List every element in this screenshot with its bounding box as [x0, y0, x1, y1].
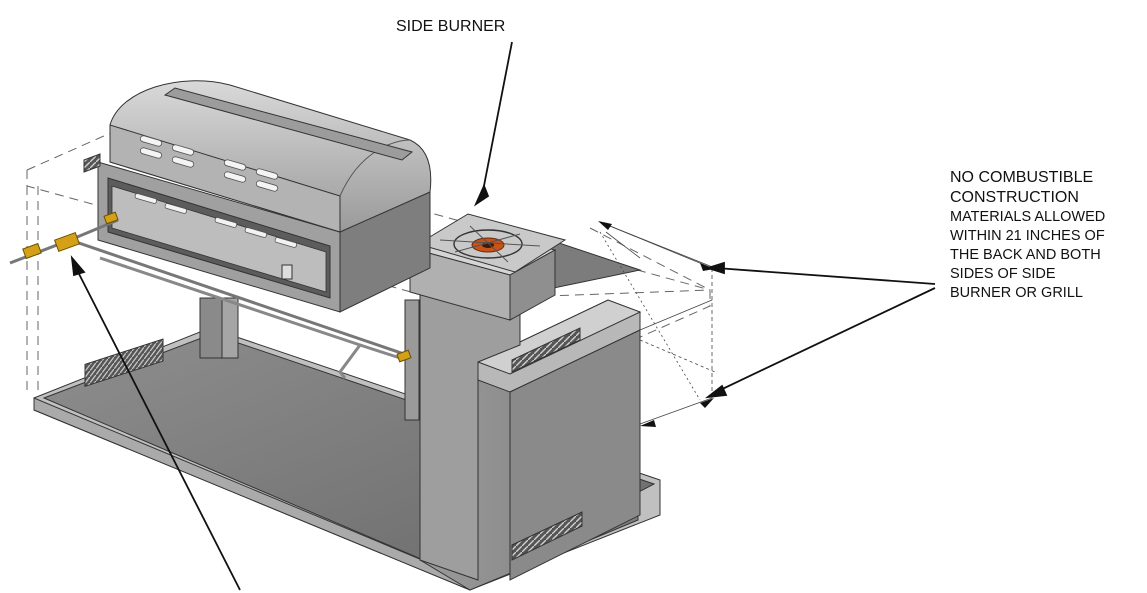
- lid-vents: [139, 135, 279, 192]
- clearance-warning-line-6: SIDES OF SIDE: [950, 266, 1056, 282]
- clearance-warning-line-7: BURNER OR GRILL: [950, 285, 1083, 301]
- dimension-arrowheads: [598, 221, 714, 427]
- clearance-dimension-lines: [599, 221, 716, 425]
- grill-side-vent: [83, 153, 101, 173]
- clearance-leader-lower: [715, 287, 936, 393]
- grill-control-slots: [134, 193, 298, 248]
- side-burner-leader: [481, 41, 513, 197]
- callout-leaders: [70, 41, 936, 591]
- grill-lid: [109, 80, 432, 233]
- clearance-warning-label: NO COMBUSTIBLE CONSTRUCTION MATERIALS AL…: [950, 168, 1105, 303]
- clearance-leader-upper: [715, 267, 936, 285]
- clearance-warning-line-1: NO COMBUSTIBLE: [950, 169, 1094, 186]
- clearance-warning-line-3: MATERIALS ALLOWED: [950, 209, 1106, 225]
- clearance-warning-line-5: THE BACK AND BOTH: [950, 247, 1101, 263]
- side-burner-cabinet: [408, 213, 642, 581]
- gas-line-leader: [75, 267, 241, 591]
- clearance-warning-line-2: CONSTRUCTION: [950, 189, 1079, 206]
- gas-line: [9, 211, 412, 379]
- clearance-warning-line-4: WITHIN 21 INCHES OF: [950, 228, 1105, 244]
- grill-body: [97, 161, 431, 313]
- side-burner-label: SIDE BURNER: [396, 18, 506, 35]
- side-burner-grate: [416, 213, 567, 273]
